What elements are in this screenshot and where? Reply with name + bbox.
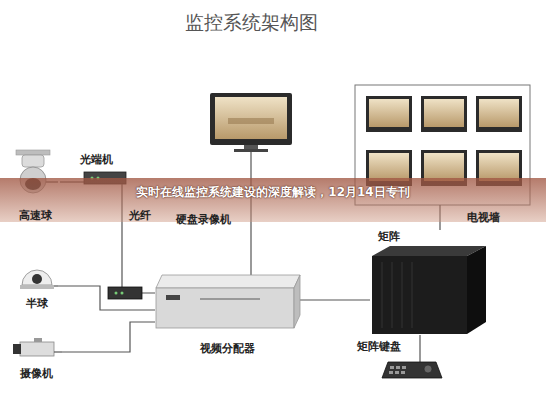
banner-text: 实时在线监控系统建设的深度解读，12月14日专刊 — [0, 185, 546, 199]
device-label: 矩阵 — [378, 230, 400, 243]
cable — [62, 322, 155, 352]
device-label: 视频分配器 — [200, 342, 255, 355]
cable — [300, 299, 370, 300]
device-label: 电视墙 — [467, 211, 500, 224]
cable — [439, 224, 440, 230]
cable-label: 光纤 — [129, 209, 151, 222]
cable — [419, 335, 420, 340]
video-distributor-icon — [156, 275, 300, 328]
device-label: 摄像机 — [20, 367, 53, 380]
device-label: 光端机 — [80, 153, 113, 166]
cable — [58, 286, 155, 310]
device-label: 硬盘录像机 — [176, 213, 231, 226]
device-label: 矩阵键盘 — [357, 340, 401, 353]
device-label: 高速球 — [19, 209, 52, 222]
matrix-icon — [372, 246, 486, 334]
box-camera-icon — [13, 338, 62, 356]
half-dome-icon — [20, 270, 58, 289]
device-node: 矩阵 — [370, 230, 490, 335]
device-node: 摄像机 — [10, 336, 62, 380]
device-node: 矩阵键盘 — [355, 340, 445, 380]
device-label: 半球 — [26, 297, 48, 310]
device-node: 光端机 — [78, 153, 130, 190]
diagram-title: 监控系统架构图 — [185, 11, 318, 33]
device-node: 半球 — [15, 258, 58, 310]
device-node: 视频分配器 — [155, 272, 300, 355]
banner-band — [0, 178, 546, 222]
optical-terminal-icon — [108, 287, 142, 299]
device-node: 电视墙 — [355, 85, 530, 224]
device-node: 高速球 — [10, 148, 60, 222]
monitor-icon — [210, 93, 292, 152]
